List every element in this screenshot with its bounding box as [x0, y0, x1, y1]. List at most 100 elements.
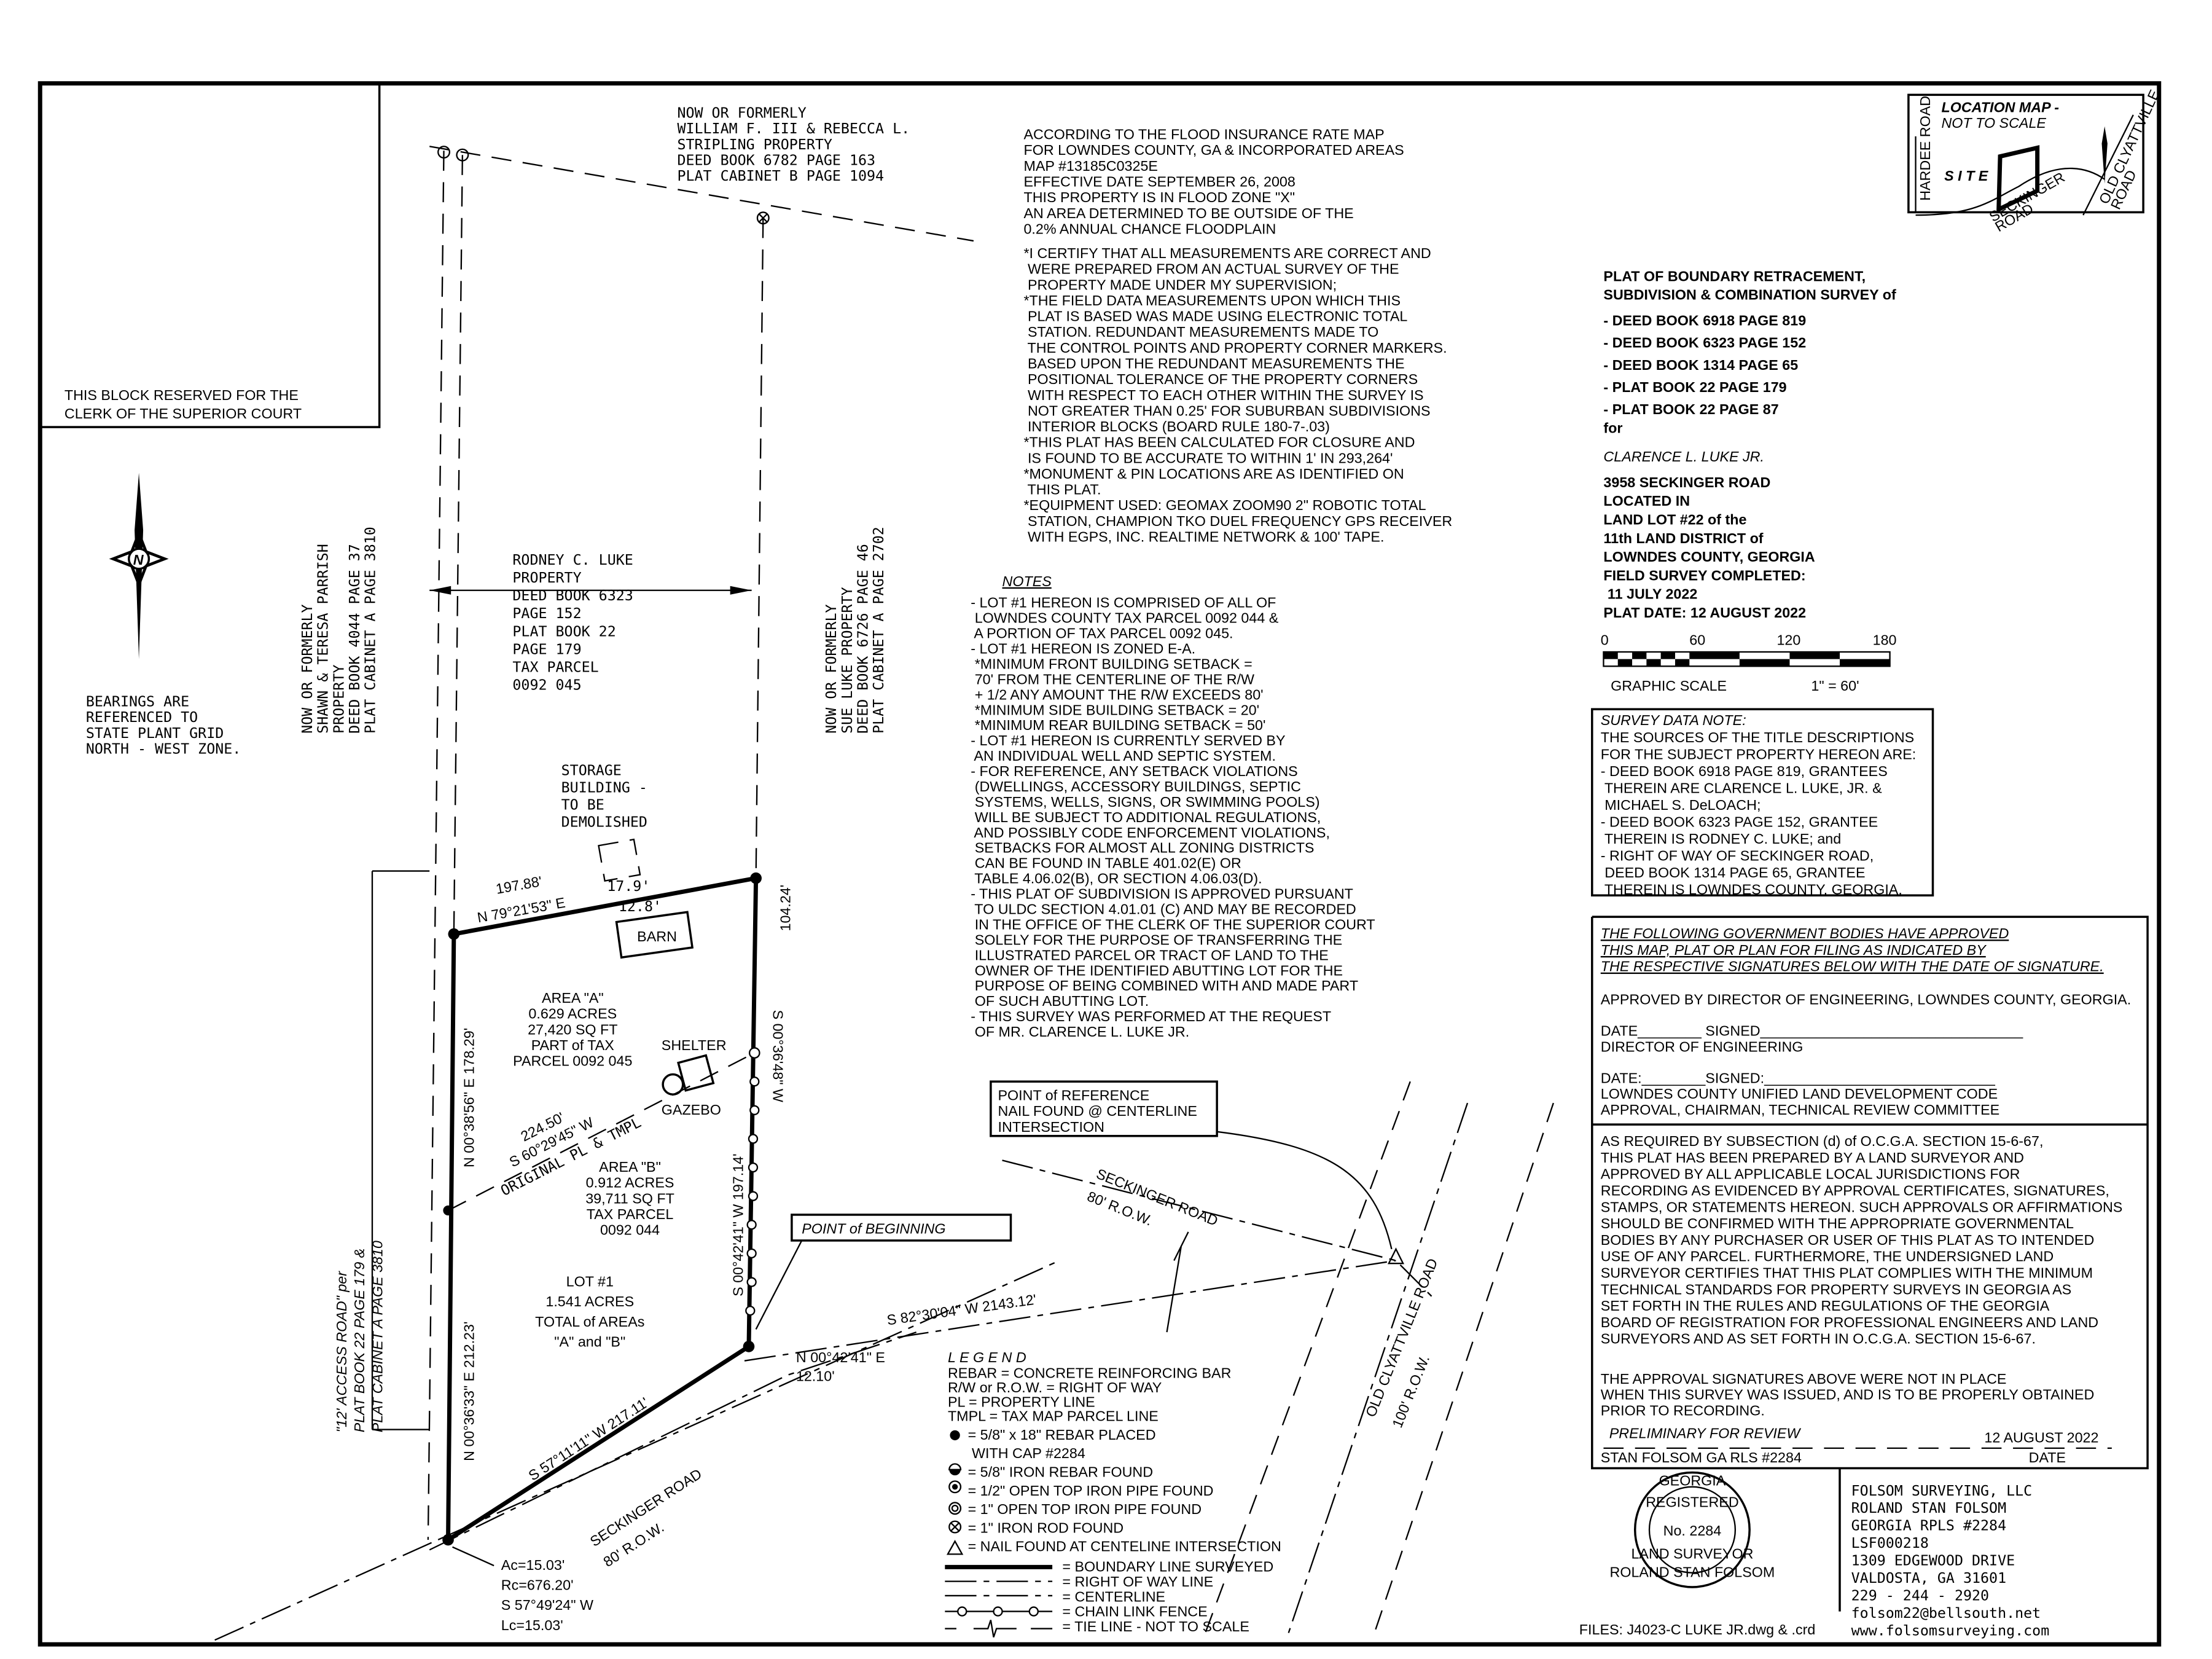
text-line: BUILDING - — [561, 779, 647, 796]
text-line: R/W or R.O.W. = RIGHT OF WAY — [948, 1379, 1162, 1395]
text-line: "12' ACCESS ROAD" per — [334, 1271, 350, 1432]
text-line: - THIS SURVEY WAS PERFORMED AT THE REQUE… — [971, 1008, 1331, 1024]
text-line: THIS PLAT. — [1023, 482, 1101, 498]
approval-engineering: APPROVED BY DIRECTOR OF ENGINEERING, LOW… — [1601, 991, 2131, 1007]
text-line: - DEED BOOK 6918 PAGE 819 — [1603, 313, 1806, 329]
text-line: NOT GREATER THAN 0.25' FOR SUBURBAN SUBD… — [1023, 402, 1430, 418]
text-line: AREA "B" — [599, 1159, 661, 1175]
text-line: STORAGE — [561, 762, 622, 779]
text-line: - FOR REFERENCE, ANY SETBACK VIOLATIONS — [971, 763, 1297, 779]
approval-sig-engineering: DATE________ SIGNED_____________________… — [1601, 1023, 2023, 1055]
text-line: THEREIN IS LOWNDES COUNTY, GEORGIA. — [1601, 881, 1902, 897]
text-line: GEORGIA RPLS #2284 — [1851, 1518, 2006, 1534]
scale-tick: 0 — [1601, 632, 1609, 648]
text-line: THEREIN ARE CLARENCE L. LUKE, JR. & — [1601, 780, 1882, 796]
text-line: WHEN THIS SURVEY WAS ISSUED, AND IS TO B… — [1601, 1387, 2095, 1403]
text-line: OF MR. CLARENCE L. LUKE JR. — [971, 1024, 1189, 1040]
old-clyattville-centerline — [1288, 1102, 1469, 1633]
text-line: LOWNDES COUNTY, GEORGIA — [1603, 549, 1815, 565]
text-line: - DEED BOOK 6323 PAGE 152 — [1603, 335, 1806, 351]
clerk-block — [39, 82, 381, 428]
text-line: 0.2% ANNUAL CHANCE FLOODPLAIN — [1023, 221, 1276, 237]
text-line: SURVEYOR CERTIFIES THAT THIS PLAT COMPLI… — [1601, 1265, 2093, 1281]
seal-land-surveyor: LAND SURVEYOR — [1631, 1545, 1753, 1561]
access-road-line — [427, 151, 445, 1540]
location-map-site: S I T E — [1944, 168, 1989, 184]
location-map — [1907, 93, 2144, 214]
text-line: POINT of REFERENCE — [998, 1088, 1150, 1104]
dim-17-9: 17.9' — [607, 878, 650, 895]
text-line: DEMOLISHED — [561, 814, 647, 830]
text-line: LOCATED IN — [1603, 493, 1690, 509]
preliminary-for-review: PRELIMINARY FOR REVIEW — [1609, 1426, 1802, 1441]
text-line: WITH EGPS, INC. REALTIME NETWORK & 100' … — [1023, 529, 1384, 545]
text-line: APPROVED BY ALL APPLICABLE LOCAL JURISDI… — [1601, 1166, 2020, 1182]
text-line: PLAT OF BOUNDARY RETRACEMENT, — [1603, 268, 1866, 284]
text-line: A PORTION OF TAX PARCEL 0092 045. — [971, 626, 1233, 641]
text-line: PLAT DATE: 12 AUGUST 2022 — [1603, 605, 1806, 621]
text-line: FOR LOWNDES COUNTY, GA & INCORPORATED AR… — [1023, 142, 1404, 158]
text-line: *THE FIELD DATA MEASUREMENTS UPON WHICH … — [1023, 292, 1401, 308]
certification-note: *I CERTIFY THAT ALL MEASUREMENTS ARE COR… — [1023, 245, 1452, 544]
text-line: STATE PLANT GRID — [86, 725, 224, 742]
text-line: THE RESPECTIVE SIGNATURES BELOW WITH THE… — [1601, 959, 2104, 975]
surveyor-seal: No. 2284 GEORGIA REGISTERED LAND SURVEYO… — [1610, 1471, 1775, 1588]
west-adjoiner-line — [453, 155, 463, 935]
text-line: SET FORTH IN THE RULES AND REGULATIONS O… — [1601, 1298, 2050, 1314]
gazebo-label: GAZEBO — [662, 1102, 721, 1118]
scale-label: GRAPHIC SCALE — [1611, 678, 1727, 694]
text-line: DATE________ SIGNED_____________________… — [1601, 1023, 2023, 1039]
text-line: REFERENCED TO — [86, 709, 198, 726]
access-road-bracket — [371, 870, 430, 1430]
text-line: *EQUIPMENT USED: GEOMAX ZOOM90 2" ROBOTI… — [1023, 497, 1426, 513]
text-line: - THIS PLAT OF SUBDIVISION IS APPROVED P… — [971, 886, 1353, 902]
text-line: BEARINGS ARE — [86, 694, 189, 710]
original-pl-line — [447, 1052, 755, 1212]
text-line: THEREIN IS RODNEY C. LUKE; and — [1601, 831, 1841, 847]
text-line: 1.541 ACRES — [545, 1293, 634, 1309]
text-line: LOWNDES COUNTY TAX PARCEL 0092 044 & — [971, 610, 1279, 626]
text-line: SUBDIVISION & COMBINATION SURVEY of — [1603, 287, 1896, 303]
text-line: BASED UPON THE REDUNDANT MEASUREMENTS TH… — [1023, 356, 1404, 372]
text-line: 3958 SECKINGER ROAD — [1603, 474, 1770, 490]
text-line: PROPERTY — [330, 665, 347, 734]
text-line: VALDOSTA, GA 31601 — [1851, 1570, 2006, 1586]
text-line: = 5/8" x 18" REBAR PLACED — [968, 1427, 1156, 1443]
text-line: AND POSSIBLY CODE ENFORCEMENT VIOLATIONS… — [971, 825, 1330, 841]
text-line: OF SUCH ABUTTING LOT. — [971, 993, 1149, 1009]
text-line: DEED BOOK 4044 PAGE 37 — [346, 544, 363, 734]
text-line: = 1" IRON ROD FOUND — [968, 1520, 1124, 1535]
text-line: PLAT BOOK 22 PAGE 179 & — [351, 1249, 367, 1433]
text-line: WILLIAM F. III & REBECCA L. — [677, 120, 910, 137]
text-line: TOTAL of AREAs — [535, 1314, 644, 1330]
text-line: PL = PROPERTY LINE — [948, 1394, 1095, 1410]
storage-building — [598, 838, 641, 882]
text-line: Rc=676.20' — [501, 1577, 574, 1593]
location-map-title: LOCATION MAP - — [1941, 99, 2059, 115]
barn — [615, 911, 694, 959]
text-line: ACCORDING TO THE FLOOD INSURANCE RATE MA… — [1023, 127, 1384, 143]
text-line: "A" and "B" — [554, 1333, 625, 1349]
text-line: = CHAIN LINK FENCE — [1062, 1604, 1207, 1620]
gazebo — [662, 1073, 684, 1096]
preliminary-date: 12 AUGUST 2022 — [1984, 1430, 2098, 1446]
text-line: 0092 044 — [600, 1222, 660, 1238]
text-line: RODNEY C. LUKE — [512, 552, 633, 568]
text-line: PLAT IS BASED WAS MADE USING ELECTRONIC … — [1023, 308, 1407, 324]
text-line: - PLAT BOOK 22 PAGE 179 — [1603, 379, 1786, 395]
west-lower-call: N 00°36'33" E 212.23' — [461, 1322, 477, 1461]
flood-note: ACCORDING TO THE FLOOD INSURANCE RATE MA… — [1023, 127, 1404, 237]
text-line: DEED BOOK 6726 PAGE 46 — [854, 544, 871, 734]
text-line: *MINIMUM REAR BUILDING SETBACK = 50' — [971, 717, 1265, 733]
tie-break-mark — [1166, 1231, 1189, 1333]
location-map-hardee-road: HARDEE ROAD — [1917, 96, 1933, 201]
text-line: = 1" OPEN TOP IRON PIPE FOUND — [968, 1501, 1202, 1517]
text-line: PAGE 179 — [512, 641, 581, 657]
text-line: S 57°49'24" W — [501, 1597, 593, 1613]
